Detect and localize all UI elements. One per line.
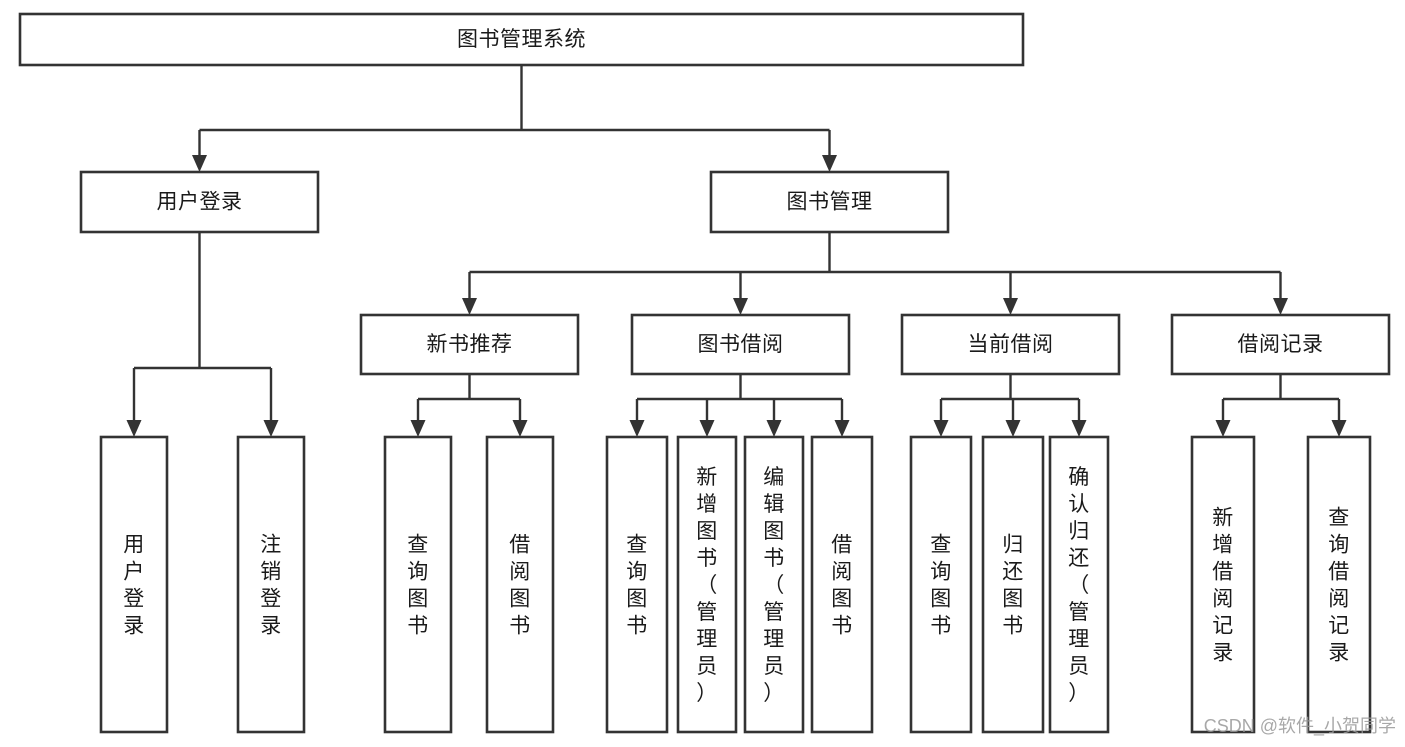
arrow-head-icon <box>766 420 782 437</box>
node-box <box>359 313 580 376</box>
node-leaf-confirm-return-admin[interactable]: 确认归还（管理员） <box>1048 435 1110 734</box>
arrow-head-icon <box>933 420 949 437</box>
node-current-borrow[interactable]: 当前借阅 <box>900 313 1121 376</box>
arrow-head-icon <box>1005 420 1021 437</box>
node-label: 用户登录 <box>157 191 243 214</box>
arrow-head-icon <box>1003 298 1018 315</box>
node-label: 查询借阅记录 <box>1328 507 1350 665</box>
node-label: 查询图书 <box>626 534 648 638</box>
node-leaf-query-borrow-record[interactable]: 查询借阅记录 <box>1306 435 1372 734</box>
node-book-manage[interactable]: 图书管理 <box>709 170 950 234</box>
node-box <box>709 170 950 234</box>
arrow-head-icon <box>629 420 645 437</box>
arrow-head-icon <box>699 420 715 437</box>
node-box <box>605 435 669 734</box>
node-leaf-edit-book-admin[interactable]: 编辑图书（管理员） <box>743 435 805 734</box>
node-label: 借阅图书 <box>831 534 853 638</box>
node-box <box>383 435 453 734</box>
edges-layer <box>126 65 1347 437</box>
node-label: 借阅图书 <box>509 534 531 638</box>
node-box <box>630 313 851 376</box>
node-label: 用户登录 <box>123 534 145 638</box>
node-leaf-return-book[interactable]: 归还图书 <box>981 435 1045 734</box>
node-root[interactable]: 图书管理系统 <box>18 12 1025 67</box>
node-leaf-add-book-admin[interactable]: 新增图书（管理员） <box>676 435 738 734</box>
node-box <box>900 313 1121 376</box>
node-leaf-borrow-book[interactable]: 借阅图书 <box>810 435 874 734</box>
node-box <box>1048 435 1110 734</box>
arrow-head-icon <box>1071 420 1087 437</box>
node-user-login[interactable]: 用户登录 <box>79 170 320 234</box>
node-leaf-user-login[interactable]: 用户登录 <box>99 435 169 734</box>
node-box <box>1306 435 1372 734</box>
arrow-head-icon <box>1215 420 1231 437</box>
node-book-borrow[interactable]: 图书借阅 <box>630 313 851 376</box>
node-label: 确认归还（管理员） <box>1068 466 1090 705</box>
arrow-head-icon <box>834 420 850 437</box>
node-box <box>810 435 874 734</box>
arrow-head-icon <box>192 155 207 172</box>
node-leaf-query-book-recommend[interactable]: 查询图书 <box>383 435 453 734</box>
arrow-head-icon <box>822 155 837 172</box>
arrow-head-icon <box>733 298 748 315</box>
node-label: 查询图书 <box>407 534 429 638</box>
node-box <box>79 170 320 234</box>
node-box <box>676 435 738 734</box>
node-leaf-query-book-borrow[interactable]: 查询图书 <box>605 435 669 734</box>
node-new-book-recommend[interactable]: 新书推荐 <box>359 313 580 376</box>
node-leaf-query-book-current[interactable]: 查询图书 <box>909 435 973 734</box>
node-leaf-borrow-book-recommend[interactable]: 借阅图书 <box>485 435 555 734</box>
arrow-head-icon <box>1331 420 1347 437</box>
node-label: 新增图书（管理员） <box>696 466 718 705</box>
node-borrow-record[interactable]: 借阅记录 <box>1170 313 1391 376</box>
node-box <box>743 435 805 734</box>
node-label: 注销登录 <box>260 534 282 638</box>
arrow-head-icon <box>1273 298 1288 315</box>
node-box <box>18 12 1025 67</box>
node-box <box>1190 435 1256 734</box>
node-box <box>99 435 169 734</box>
node-label: 查询图书 <box>930 534 952 638</box>
node-label: 当前借阅 <box>968 333 1054 356</box>
nodes-layer: 图书管理系统用户登录图书管理新书推荐图书借阅当前借阅借阅记录用户登录注销登录查询… <box>18 12 1391 734</box>
arrow-head-icon <box>263 420 279 437</box>
node-label: 编辑图书（管理员） <box>763 466 785 705</box>
arrow-head-icon <box>462 298 477 315</box>
node-box <box>236 435 306 734</box>
csdn-watermark: CSDN @软件_小贺同学 <box>1204 716 1396 737</box>
node-box <box>485 435 555 734</box>
node-label: 新增借阅记录 <box>1212 507 1234 665</box>
node-label: 归还图书 <box>1002 534 1024 638</box>
arrow-head-icon <box>410 420 426 437</box>
node-box <box>981 435 1045 734</box>
node-label: 借阅记录 <box>1238 333 1324 356</box>
node-label: 图书借阅 <box>698 333 784 356</box>
node-label: 新书推荐 <box>427 333 513 356</box>
node-leaf-user-logout[interactable]: 注销登录 <box>236 435 306 734</box>
node-box <box>1170 313 1391 376</box>
arrow-head-icon <box>126 420 142 437</box>
arrow-head-icon <box>512 420 528 437</box>
node-label: 图书管理系统 <box>457 28 586 51</box>
node-leaf-add-borrow-record[interactable]: 新增借阅记录 <box>1190 435 1256 734</box>
node-box <box>909 435 973 734</box>
node-label: 图书管理 <box>787 191 873 214</box>
